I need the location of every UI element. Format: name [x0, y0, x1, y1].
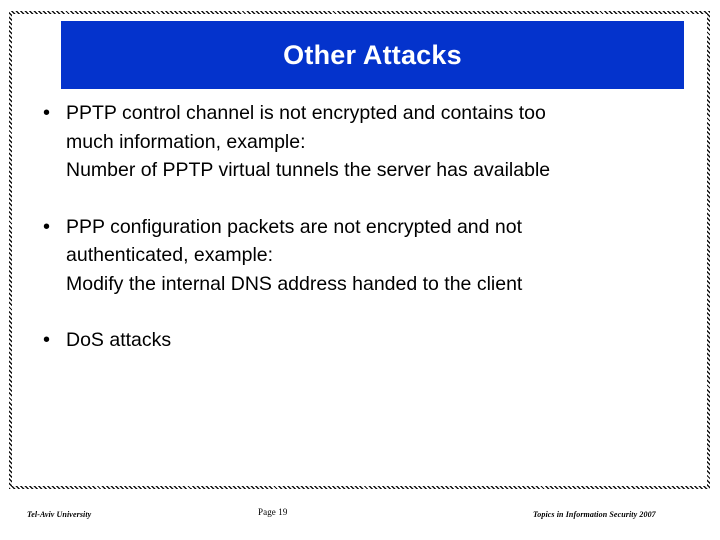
bullet-line: much information, example: — [66, 130, 306, 153]
slide-footer: Tel-Aviv University Page 19 Topics in In… — [0, 505, 720, 527]
bullet-line: authenticated, example: — [66, 244, 274, 266]
bullet-line: PPP configuration packets are not encryp… — [66, 215, 523, 238]
bullet-line: PPTP control channel is not encrypted an… — [66, 102, 546, 124]
slide-title-banner: Other Attacks — [61, 21, 684, 89]
list-item-text: DoS attacks — [66, 326, 685, 355]
bullet-point-icon: • — [43, 102, 51, 124]
bullet-line: Number of PPTP virtual tunnels the serve… — [66, 159, 551, 181]
list-item: • PPP configuration packets are not encr… — [40, 213, 685, 299]
list-item-text: PPTP control channel is not encrypted an… — [66, 99, 685, 185]
list-item: • DoS attacks — [40, 326, 685, 355]
list-item-text: PPP configuration packets are not encryp… — [66, 213, 685, 299]
page-title: Other Attacks — [283, 39, 462, 70]
bullet-point-icon: • — [43, 215, 51, 238]
footer-page-number: Page 19 — [258, 507, 288, 517]
footer-institution: Tel-Aviv University — [27, 510, 92, 519]
bullet-point-icon: • — [43, 329, 51, 351]
bullet-line: DoS attacks — [66, 329, 172, 351]
footer-course-title: Topics in Information Security 2007 — [533, 510, 656, 519]
bullet-list: • PPTP control channel is not encrypted … — [40, 99, 685, 355]
bullet-line: Modify the internal DNS address handed t… — [66, 272, 523, 295]
list-item: • PPTP control channel is not encrypted … — [40, 99, 685, 185]
